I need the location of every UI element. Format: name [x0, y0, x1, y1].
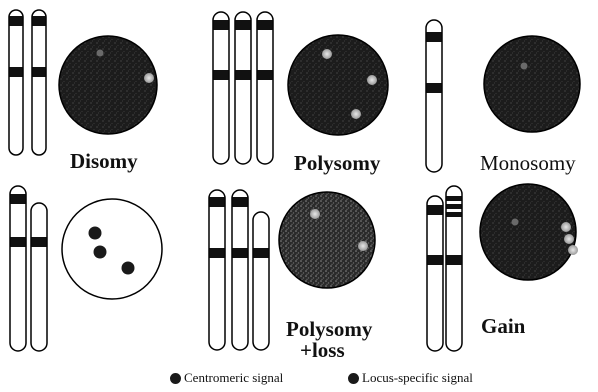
- chromosome: [209, 190, 225, 350]
- locus-signal: [564, 234, 574, 244]
- locus-signal: [144, 73, 154, 83]
- chromosome: [253, 212, 269, 350]
- locus-signal: [310, 209, 320, 219]
- chromosome: [213, 12, 229, 164]
- chromosome: [235, 12, 251, 164]
- locus-signal: [561, 222, 571, 232]
- centromeric-signal: [122, 262, 135, 275]
- locus-signal: [97, 50, 104, 57]
- chromosome: [31, 203, 47, 351]
- nucleus: [288, 35, 388, 135]
- chromosome: [446, 186, 462, 351]
- chromosome: [427, 196, 443, 351]
- chromosome: [232, 190, 248, 350]
- locus-signal: [521, 63, 528, 70]
- panel-polysomy-loss: [209, 190, 375, 350]
- chromosome: [10, 186, 26, 351]
- chromosome: [426, 20, 442, 172]
- locus-signal: [568, 245, 578, 255]
- nucleus: [279, 192, 375, 288]
- centromeric-signal: [94, 246, 107, 259]
- nucleus: [59, 36, 157, 134]
- nucleus: [484, 36, 580, 132]
- chromosome: [9, 10, 23, 155]
- panel-gain: [427, 184, 578, 351]
- locus-signal: [358, 241, 368, 251]
- chromosome: [32, 10, 46, 155]
- panel-disomy: [9, 10, 157, 155]
- panel-light-nucleus: [10, 186, 162, 351]
- centromeric-signal: [89, 227, 102, 240]
- locus-signal: [322, 49, 332, 59]
- panel-monosomy: [426, 20, 580, 172]
- locus-signal: [512, 219, 519, 226]
- panel-polysomy: [213, 12, 388, 164]
- nucleus: [480, 184, 576, 280]
- chromosome: [257, 12, 273, 164]
- locus-signal: [367, 75, 377, 85]
- locus-signal: [351, 109, 361, 119]
- nucleus: [62, 199, 162, 299]
